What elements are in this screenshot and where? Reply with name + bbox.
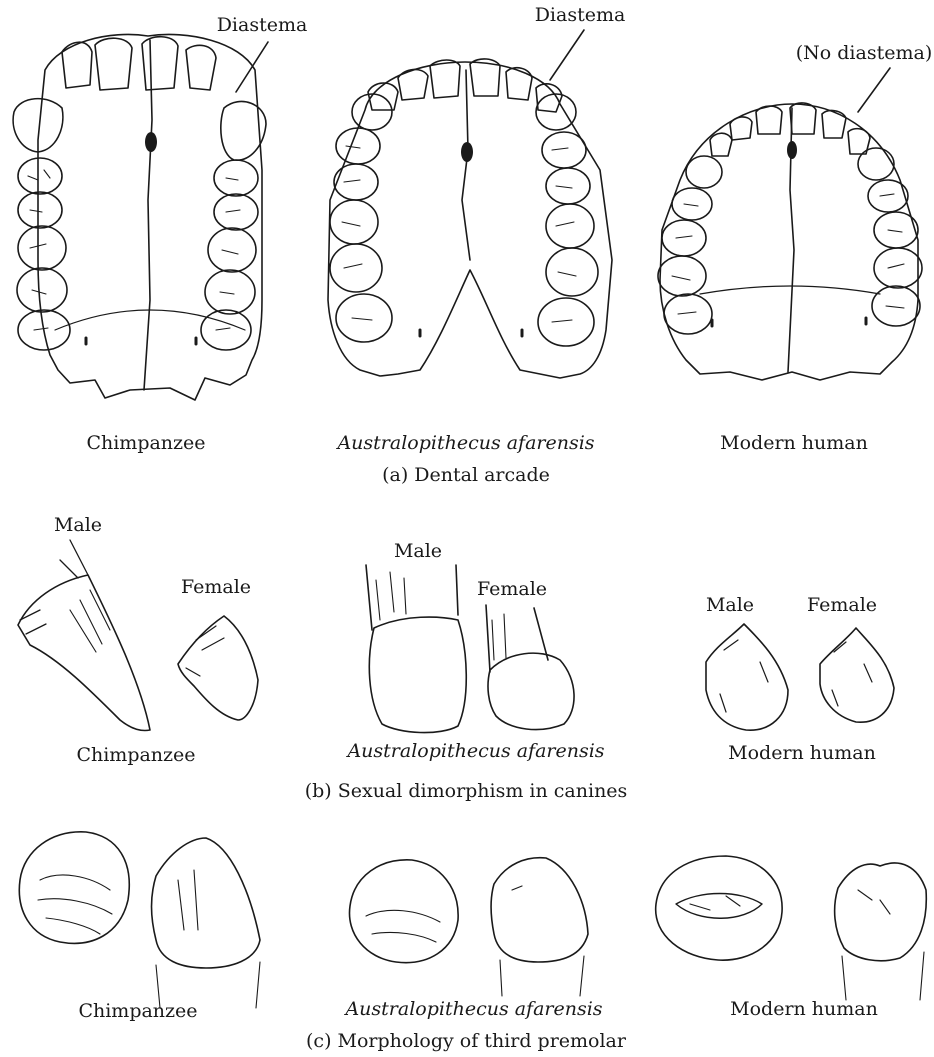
chimpanzee-premolar-lateral-drawing	[152, 838, 261, 1008]
species-label-modern-human-b: Modern human	[728, 742, 876, 764]
species-label-chimpanzee-b: Chimpanzee	[76, 744, 195, 766]
afarensis-premolar-lateral-drawing	[491, 858, 588, 996]
diastema-label-afarensis: Diastema	[535, 4, 626, 26]
chimpanzee-palate-drawing	[13, 34, 266, 400]
no-diastema-label: (No diastema)	[796, 42, 932, 64]
chimpanzee-premolar-occlusal-drawing	[19, 832, 129, 943]
afarensis-male-canine-drawing	[366, 565, 466, 733]
panel-c-caption: (c) Morphology of third premolar	[306, 1030, 626, 1052]
afarensis-female-canine-drawing	[486, 605, 574, 730]
chimp-female-label: Female	[181, 576, 251, 598]
modern-human-palate-drawing	[658, 103, 922, 380]
species-label-afarensis-b: Australopithecus afarensis	[347, 740, 604, 762]
chimpanzee-female-canine-drawing	[178, 616, 258, 720]
species-label-chimpanzee-a: Chimpanzee	[86, 432, 205, 454]
diastema-leader-afarensis	[550, 30, 584, 80]
human-female-canine-drawing	[820, 628, 894, 722]
human-male-canine-drawing	[706, 624, 788, 730]
human-female-label: Female	[807, 594, 877, 616]
species-label-modern-human-c: Modern human	[730, 998, 878, 1020]
human-premolar-occlusal-drawing	[656, 856, 782, 960]
diastema-leader-chimp	[236, 42, 268, 92]
panel-b-caption: (b) Sexual dimorphism in canines	[305, 780, 628, 802]
species-label-afarensis-c: Australopithecus afarensis	[345, 998, 602, 1020]
chimpanzee-male-canine-drawing	[18, 540, 150, 731]
afarensis-palate-drawing	[328, 59, 612, 378]
afarensis-female-label: Female	[477, 578, 547, 600]
human-male-label: Male	[706, 594, 754, 616]
species-label-chimpanzee-c: Chimpanzee	[78, 1000, 197, 1022]
species-label-afarensis-a: Australopithecus afarensis	[337, 432, 594, 454]
chimp-male-label: Male	[54, 514, 102, 536]
panel-a-caption: (a) Dental arcade	[382, 464, 550, 486]
species-label-modern-human-a: Modern human	[720, 432, 868, 454]
diastema-label-chimp: Diastema	[217, 14, 308, 36]
afarensis-male-label: Male	[394, 540, 442, 562]
no-diastema-leader	[858, 68, 890, 112]
afarensis-premolar-occlusal-drawing	[349, 860, 458, 963]
human-premolar-lateral-drawing	[835, 863, 927, 1000]
